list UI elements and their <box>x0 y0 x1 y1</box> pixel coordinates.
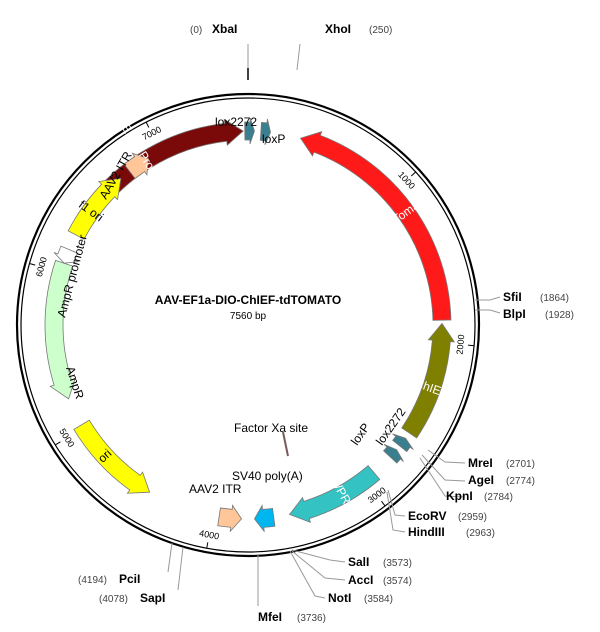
tick-label: 1000 <box>396 170 417 192</box>
svg-text:(2784): (2784) <box>484 492 513 503</box>
site-ecorv: EcoRV (2959) <box>408 509 487 523</box>
feature-arrow-tdtomato <box>299 130 452 321</box>
factor-xa-mark <box>282 431 289 457</box>
svg-text:EcoRV: EcoRV <box>408 509 446 523</box>
svg-text:(4194): (4194) <box>78 575 107 586</box>
feature-arrow-ampr-prom <box>53 245 79 264</box>
label-itr-right: AAV2 ITR <box>189 482 242 496</box>
feature-arrow-itr-l <box>123 152 149 180</box>
svg-text:(2774): (2774) <box>506 476 535 487</box>
label-factor-xa: Factor Xa site <box>234 421 308 435</box>
svg-text:XhoI: XhoI <box>325 22 351 36</box>
feature-arrow-lox2272-b <box>392 433 414 453</box>
svg-text:NotI: NotI <box>328 591 351 605</box>
svg-text:PciI: PciI <box>119 572 140 586</box>
feature-arrows <box>44 117 456 533</box>
svg-text:(0): (0) <box>190 25 202 36</box>
site-kpni: KpnI (2784) <box>446 489 513 503</box>
svg-text:SapI: SapI <box>140 591 165 605</box>
feature-arrow-loxp-a <box>259 118 271 145</box>
site-acci: AccI (3574) <box>348 573 412 587</box>
svg-text:(1928): (1928) <box>545 310 574 321</box>
tick-mark <box>55 441 61 446</box>
tick-mark <box>145 121 150 128</box>
svg-text:(1864): (1864) <box>540 293 569 304</box>
plasmid-size: 7560 bp <box>230 311 267 322</box>
feature-arrow-itr-r <box>217 504 243 533</box>
feature-arrow-wpre <box>288 465 381 524</box>
label-sv40: SV40 poly(A) <box>232 469 303 483</box>
svg-text:(4078): (4078) <box>99 594 128 605</box>
site-hindiii: HindIII (2963) <box>408 525 495 539</box>
site-blpi: BlpI (1928) <box>503 307 574 321</box>
site-sali: SalI (3573) <box>348 555 412 569</box>
tick-label: 7000 <box>140 124 162 142</box>
site-sapi: (4078) SapI <box>99 591 165 605</box>
tick-label: 2000 <box>455 334 467 355</box>
svg-text:SalI: SalI <box>348 555 369 569</box>
feature-arrow-lox2272-a <box>244 117 255 145</box>
site-mfei: MfeI (3736) <box>258 610 326 624</box>
svg-text:SfiI: SfiI <box>503 290 522 304</box>
svg-text:(2963): (2963) <box>466 528 495 539</box>
svg-text:(3584): (3584) <box>364 594 393 605</box>
feature-arrow-chief <box>401 322 456 439</box>
feature-arrow-loxp-b <box>383 444 404 464</box>
svg-text:(2959): (2959) <box>458 512 487 523</box>
svg-text:KpnI: KpnI <box>446 489 473 503</box>
tick-mark <box>29 263 36 266</box>
site-mrei: MreI (2701) <box>468 456 535 470</box>
svg-text:AgeI: AgeI <box>468 473 494 487</box>
restriction-sites: (0) XbaI XhoI (250) SfiI (1864) BlpI (19… <box>78 22 574 624</box>
tick-label: 5000 <box>57 427 76 449</box>
label-loxp-top: loxP <box>262 132 285 146</box>
svg-text:XbaI: XbaI <box>212 22 237 36</box>
site-agei: AgeI (2774) <box>468 473 535 487</box>
tick-mark <box>381 500 386 507</box>
svg-text:HindIII: HindIII <box>408 525 445 539</box>
feature-arrow-ef1a <box>76 118 244 226</box>
svg-text:(3574): (3574) <box>383 576 412 587</box>
tick-mark <box>206 542 209 549</box>
site-xhoi: XhoI (250) <box>325 22 392 36</box>
plasmid-name: AAV-EF1a-DIO-ChIEF-tdTOMATO <box>155 293 341 307</box>
site-sfii: SfiI (1864) <box>503 290 569 304</box>
svg-text:BlpI: BlpI <box>503 307 526 321</box>
label-loxp-bottom: loxP <box>348 421 373 448</box>
feature-arrow-ampr <box>44 259 76 400</box>
site-pcii: (4194) PciI <box>78 572 140 586</box>
svg-text:(3573): (3573) <box>383 558 412 569</box>
label-lox2272-top: lox2272 <box>215 115 257 129</box>
site-noti: NotI (3584) <box>328 591 393 605</box>
svg-text:MreI: MreI <box>468 456 493 470</box>
tick-mark <box>410 171 417 177</box>
svg-text:(250): (250) <box>369 25 392 36</box>
feature-arrow-sv40 <box>253 504 276 533</box>
svg-text:AccI: AccI <box>348 573 373 587</box>
svg-text:MfeI: MfeI <box>258 610 282 624</box>
tick-label: 6000 <box>34 256 49 278</box>
feature-arrow-ori <box>73 419 151 494</box>
site-leader-lines <box>167 43 501 606</box>
feature-arrow-f1ori <box>67 178 122 240</box>
svg-text:(2701): (2701) <box>506 459 535 470</box>
backbone-inner <box>20 97 476 553</box>
site-xbai: (0) XbaI <box>190 22 237 36</box>
backbone-outer <box>15 92 481 558</box>
tick-mark <box>468 344 475 347</box>
tick-label: 4000 <box>198 528 220 541</box>
svg-text:(3736): (3736) <box>297 613 326 624</box>
